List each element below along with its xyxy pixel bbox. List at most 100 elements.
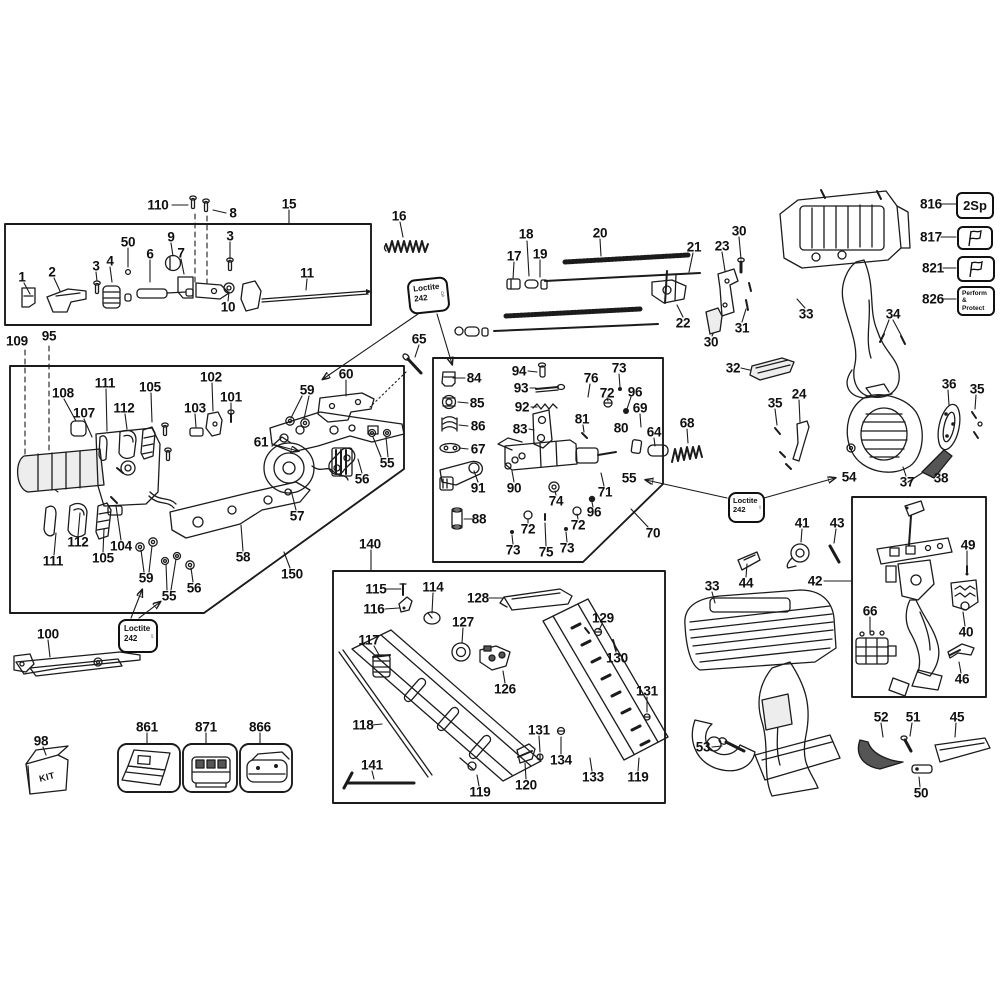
part-label-1: 1 bbox=[18, 269, 26, 285]
part-label-19: 19 bbox=[532, 246, 548, 262]
glue-pen-icon bbox=[151, 633, 154, 639]
variant-badge-2sp: 2Sp bbox=[956, 192, 994, 219]
variant-badge-perform-protect: Perform & Protect bbox=[957, 286, 995, 316]
part-label-72: 72 bbox=[570, 517, 586, 533]
part-label-80: 80 bbox=[613, 420, 629, 436]
part-label-131: 131 bbox=[528, 722, 550, 738]
part-label-817: 817 bbox=[920, 229, 942, 245]
part-label-43: 43 bbox=[829, 515, 845, 531]
variant-badge-flag-817 bbox=[957, 226, 993, 250]
part-label-34: 34 bbox=[885, 306, 901, 322]
part-label-53: 53 bbox=[695, 739, 711, 755]
part-label-2: 2 bbox=[48, 264, 56, 280]
part-label-105: 105 bbox=[139, 379, 161, 395]
loctite-brand: Loctite bbox=[733, 496, 758, 505]
part-label-90: 90 bbox=[506, 480, 522, 496]
part-label-141: 141 bbox=[361, 757, 383, 773]
kit-parts bbox=[13, 651, 290, 795]
part-label-103: 103 bbox=[184, 400, 206, 416]
part-label-66: 66 bbox=[862, 603, 878, 619]
part-label-37: 37 bbox=[899, 474, 915, 490]
part-label-81: 81 bbox=[574, 411, 590, 427]
part-label-44: 44 bbox=[738, 575, 754, 591]
part-label-52: 52 bbox=[873, 709, 889, 725]
part-label-10: 10 bbox=[220, 299, 236, 315]
part-label-50: 50 bbox=[120, 234, 136, 250]
part-label-111: 111 bbox=[94, 375, 116, 391]
part-label-140: 140 bbox=[359, 536, 381, 552]
part-label-46: 46 bbox=[954, 671, 970, 687]
part-label-107: 107 bbox=[73, 405, 95, 421]
part-label-24: 24 bbox=[791, 386, 807, 402]
part-label-85: 85 bbox=[469, 395, 485, 411]
part-label-33: 33 bbox=[704, 578, 720, 594]
badge-perform-line3: Protect bbox=[962, 304, 985, 312]
fan-cluster bbox=[671, 383, 983, 483]
part-label-7: 7 bbox=[177, 245, 185, 261]
part-label-128: 128 bbox=[467, 590, 489, 606]
loctite-number: 242 bbox=[733, 505, 746, 515]
box-outlines bbox=[4, 223, 987, 804]
part-label-57: 57 bbox=[289, 508, 305, 524]
part-label-8: 8 bbox=[229, 205, 237, 221]
magazine-parts bbox=[338, 583, 669, 790]
part-label-69: 69 bbox=[632, 400, 648, 416]
part-label-127: 127 bbox=[452, 614, 474, 630]
part-label-30: 30 bbox=[703, 334, 719, 350]
part-label-96: 96 bbox=[586, 504, 602, 520]
bracket-parts-top-right bbox=[705, 257, 906, 381]
badge-2sp-text: 2Sp bbox=[963, 198, 987, 213]
screw-65 bbox=[402, 353, 423, 375]
loctite-brand: Loctite bbox=[124, 624, 151, 633]
part-label-6: 6 bbox=[146, 246, 154, 262]
part-label-30: 30 bbox=[731, 223, 747, 239]
part-label-64: 64 bbox=[646, 424, 662, 440]
handle-parts bbox=[737, 543, 991, 774]
part-label-84: 84 bbox=[466, 370, 482, 386]
part-label-65: 65 bbox=[411, 331, 427, 347]
part-label-3: 3 bbox=[226, 228, 234, 244]
part-label-36: 36 bbox=[941, 376, 957, 392]
part-label-92: 92 bbox=[514, 399, 530, 415]
part-label-112: 112 bbox=[113, 400, 135, 416]
part-label-51: 51 bbox=[905, 709, 921, 725]
part-label-115: 115 bbox=[365, 581, 387, 597]
part-label-31: 31 bbox=[734, 320, 750, 336]
part-label-41: 41 bbox=[794, 515, 810, 531]
part-label-72: 72 bbox=[599, 385, 615, 401]
part-label-100: 100 bbox=[37, 626, 59, 642]
part-label-118: 118 bbox=[352, 717, 374, 733]
part-label-112: 112 bbox=[67, 534, 89, 550]
part-label-108: 108 bbox=[52, 385, 74, 401]
part-label-61: 61 bbox=[253, 434, 269, 450]
part-label-102: 102 bbox=[200, 369, 222, 385]
part-label-73: 73 bbox=[559, 540, 575, 556]
part-label-94: 94 bbox=[511, 363, 527, 379]
part-label-35: 35 bbox=[767, 395, 783, 411]
part-label-60: 60 bbox=[338, 366, 354, 382]
part-label-71: 71 bbox=[597, 484, 613, 500]
part-label-117: 117 bbox=[358, 632, 380, 648]
part-label-74: 74 bbox=[548, 493, 564, 509]
part-label-70: 70 bbox=[645, 525, 661, 541]
part-label-55: 55 bbox=[161, 588, 177, 604]
driver-linkage-parts bbox=[855, 500, 979, 697]
part-label-134: 134 bbox=[550, 752, 572, 768]
part-label-120: 120 bbox=[515, 777, 537, 793]
part-label-56: 56 bbox=[186, 580, 202, 596]
part-label-104: 104 bbox=[110, 538, 132, 554]
part-label-18: 18 bbox=[518, 226, 534, 242]
part-label-105: 105 bbox=[92, 550, 114, 566]
part-label-73: 73 bbox=[505, 542, 521, 558]
part-label-72: 72 bbox=[520, 521, 536, 537]
part-label-4: 4 bbox=[106, 253, 114, 269]
part-label-150: 150 bbox=[281, 566, 303, 582]
part-label-111: 111 bbox=[42, 553, 64, 569]
part-label-73: 73 bbox=[611, 360, 627, 376]
part-label-101: 101 bbox=[220, 389, 242, 405]
part-label-75: 75 bbox=[538, 544, 554, 560]
part-label-23: 23 bbox=[714, 238, 730, 254]
part-label-40: 40 bbox=[958, 624, 974, 640]
